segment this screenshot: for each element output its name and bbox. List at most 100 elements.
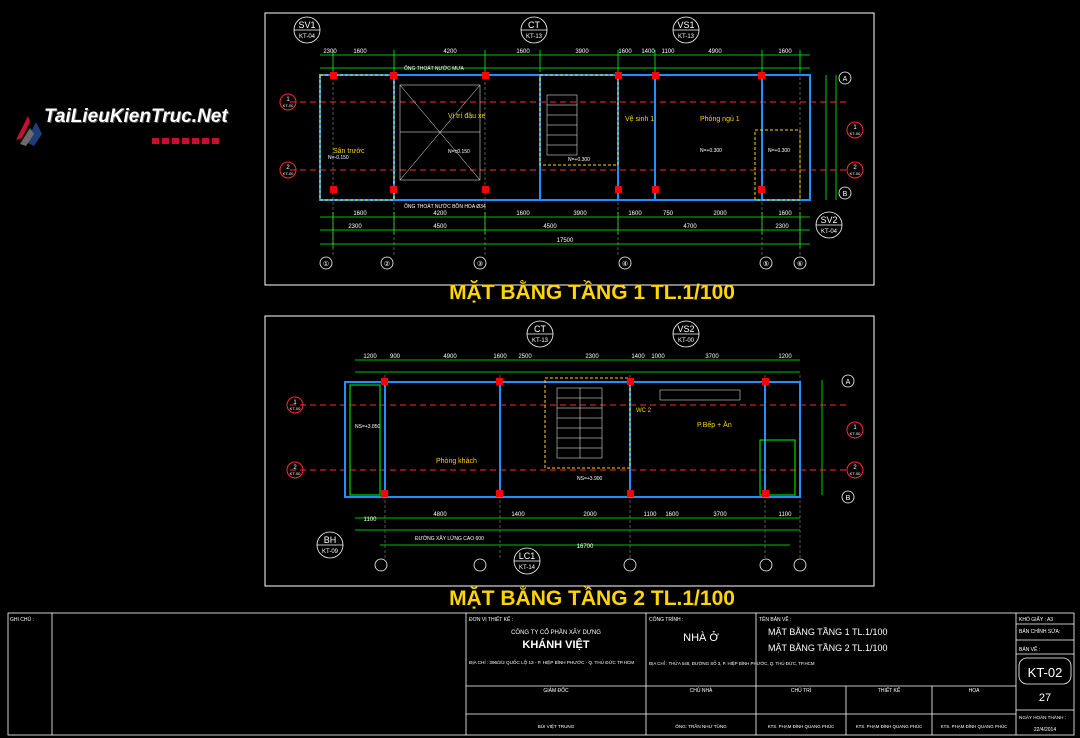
room-wc-2: WC 2 [636,408,652,414]
plan-2-frame [264,315,875,587]
plan-1-title: MẶT BẰNG TẦNG 1 TL.1/100 [449,280,735,304]
axis-a: A [843,76,848,83]
plan-1: 2300 1600 4200 1600 3900 1600 1400 1100 … [264,12,875,286]
thietke-label: THIẾT KẾ [878,687,901,694]
room-san-truoc: Sân trước [333,148,365,155]
level-1: N=-0.150 [328,155,349,161]
note-drain-bottom: ỐNG THOÁT NƯỚC BỒN HOA Ø34 [404,203,486,210]
owner-label: CHỦ NHÀ [690,687,713,694]
p1-col-axis-6: ⑥ [797,260,803,268]
marker-sv1-sheet: KT-04 [299,34,316,40]
p2-dim-bot-3: 1400 [511,512,525,518]
dim-bot-2: 4200 [433,211,447,217]
dim-bot2-1: 2300 [348,224,362,230]
dim-top-8: 1100 [662,49,676,55]
sheet-label: BẢN VẼ : [1019,646,1040,653]
p2-dim-top-5: 2500 [518,354,532,360]
p2-dim-bot-8: 1100 [779,512,793,518]
marker-ct2: CT [534,324,546,334]
hoa-label: HỌA [969,688,981,694]
note-drain-top: ỐNG THOÁT NƯỚC MƯA [404,65,465,72]
level-3: N=+0.300 [568,157,590,163]
plan-2: 1200 900 4900 1600 2500 2300 1400 1000 3… [264,315,875,587]
p2-dim-bot-4: 2000 [583,512,597,518]
drawing-name-1: MẶT BẰNG TẦNG 1 TL.1/100 [768,627,888,637]
p2-level-1: NS=+3.850 [355,424,381,430]
marker-vs2-sheet: KT-00 [678,338,695,344]
p2-dim-top-1: 1200 [363,354,377,360]
dim-top-6: 1600 [618,49,632,55]
svg-text:1: 1 [293,400,297,406]
marker-vs1: VS1 [677,20,694,30]
svg-text:KT-00: KT-00 [850,131,861,136]
marker-bh: BH [324,535,337,545]
level-5: N=+0.300 [768,148,790,154]
plan-2-title: MẶT BẰNG TẦNG 2 TL.1/100 [449,586,735,610]
watermark: TaiLieuKienTruc.Net [14,104,264,154]
marker-lc1: LC1 [519,551,536,561]
dim-top-10: 1600 [778,49,792,55]
dim-bot-7: 2000 [713,211,727,217]
p2-dim-bot-5: 1100 [644,512,658,518]
p2-dim-total: 16700 [577,544,594,550]
sheet-code: KT-02 [1028,665,1063,680]
dim-bot2-4: 4700 [683,224,697,230]
date-label: NGÀY HOÀN THÀNH : [1019,714,1066,720]
p2-dim-top-4: 1600 [493,354,507,360]
svg-text:2: 2 [286,165,290,171]
svg-text:KT-00: KT-00 [850,171,861,176]
design-unit-label: ĐƠN VỊ THIẾT KẾ : [469,616,513,623]
dim-top-2: 1600 [353,49,367,55]
p1-col-axis-5: ⑤ [763,260,769,268]
marker-ct2-sheet: KT-13 [532,338,549,344]
person-thietke: KTS. PHẠM ĐÌNH QUANG PHÚC [856,724,923,729]
project-name: NHÀ Ở [683,631,719,644]
room-vi-tri-dau-xe: Vị trí đậu xe [448,113,485,120]
title-block [7,612,1075,736]
p1-col-axis-2: ② [384,260,390,268]
watermark-text: TaiLieuKienTruc.Net [44,106,228,127]
p2-dim-top-8: 1000 [651,354,665,360]
dim-top-5: 3900 [575,49,589,55]
p1-col-axis-3: ③ [477,260,483,268]
dim-total: 17500 [557,238,574,244]
axis-b: B [843,191,848,198]
chutri-label: CHỦ TRÌ [791,687,812,694]
marker-bh-sheet: KT-09 [322,549,339,555]
drawing-name-2: MẶT BẰNG TẦNG 2 TL.1/100 [768,643,888,653]
marker-sv2-sheet: KT-04 [821,229,838,235]
marker-ct: CT [528,20,540,30]
dim-top-9: 4900 [708,49,722,55]
paper-size: KHỔ GIẤY : A3 [1019,616,1053,623]
director-label: GIÁM ĐỐC [543,687,569,694]
svg-text:2: 2 [853,465,857,471]
level-4: N=+0.300 [700,148,722,154]
company-line: CÔNG TY CỔ PHẦN XÂY DỰNG [511,629,601,636]
dim-top-3: 4200 [443,49,457,55]
p2-level-2: NS=+3.900 [577,476,603,482]
svg-text:KT-00: KT-00 [283,103,294,108]
dim-bot2-3: 4500 [543,224,557,230]
svg-text:1: 1 [286,97,290,103]
svg-text:KT-00: KT-00 [850,431,861,436]
svg-text:B: B [846,495,851,502]
watermark-logo-icon [16,116,42,146]
svg-text:KT-00: KT-00 [290,471,301,476]
dim-bot-6: 750 [663,211,674,217]
director-name: BÙI VIỆT TRUNG [538,722,575,729]
p2-dim-top-3: 4900 [443,354,457,360]
drawing-label: TÊN BẢN VẼ : [759,615,792,623]
owner-name: ÔNG: TRẦN NHƯ TÙNG [675,723,727,729]
svg-text:KT-00: KT-00 [850,471,861,476]
room-phong-khach: Phòng khách [436,458,477,465]
revision-label: BẢN CHỈNH SỬA: [1019,628,1060,635]
marker-ct-sheet: KT-13 [526,34,543,40]
level-2: N=±0.150 [448,149,470,155]
dim-bot-1: 1600 [353,211,367,217]
svg-text:1: 1 [853,425,857,431]
dim-bot-8: 1600 [778,211,792,217]
dim-top-4: 1600 [516,49,530,55]
p2-dim-top-9: 3700 [705,354,719,360]
p2-dim-top-6: 2300 [585,354,599,360]
